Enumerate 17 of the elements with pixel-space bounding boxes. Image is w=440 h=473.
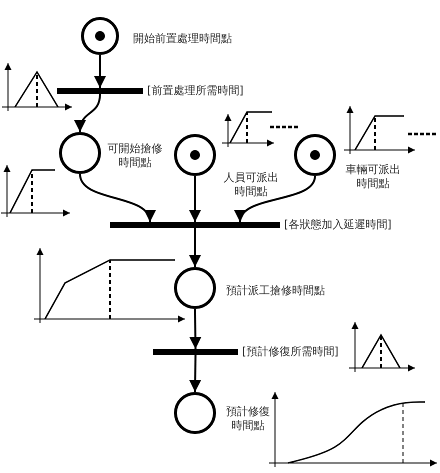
time-point-label: 預計派工搶修時間點 xyxy=(226,284,325,298)
time-point-label: 人員可派出時間點 xyxy=(222,171,280,199)
arrow xyxy=(189,354,202,392)
duration-label: [預計修復所需時間] xyxy=(242,345,339,359)
arrow xyxy=(189,228,201,267)
arrow xyxy=(94,55,106,88)
arrow xyxy=(236,176,316,222)
time-point-label: 開始前置處理時間點 xyxy=(133,32,232,46)
arrow xyxy=(74,94,101,132)
duration-label: [各狀態加入延遲時間] xyxy=(284,218,392,232)
arrow xyxy=(79,174,154,222)
time-point-label: 可開始搶修時間點 xyxy=(106,142,164,170)
arrow xyxy=(189,176,201,222)
time-point-label: 車輛可派出時間點 xyxy=(344,163,402,191)
time-point-label: 預計修復時間點 xyxy=(225,405,271,433)
arrow xyxy=(189,308,202,350)
duration-label: [前置處理所需時間] xyxy=(147,84,244,98)
